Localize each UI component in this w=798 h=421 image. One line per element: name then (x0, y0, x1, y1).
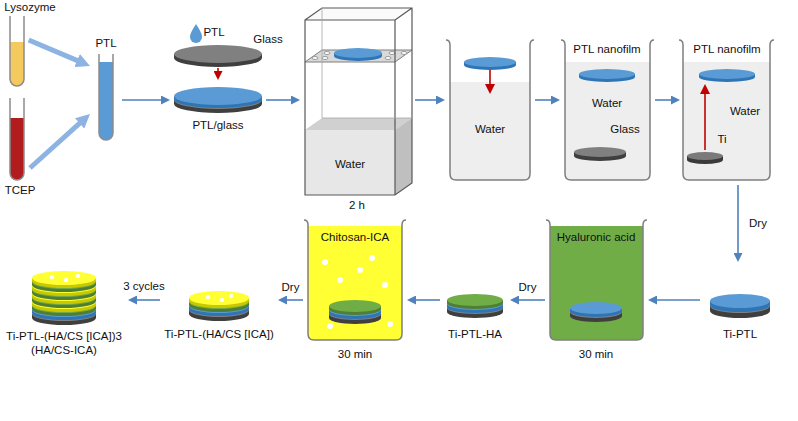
coated-disc: Ti-PTL (700, 262, 780, 350)
glass-slide: Glass (170, 24, 288, 68)
step-label: Dry (280, 281, 302, 295)
node-label: PTL/glass (192, 119, 243, 133)
flow-arrow (122, 99, 162, 101)
step-label: Dry (517, 281, 539, 295)
node-label: Water (730, 105, 760, 119)
node-label: Ti-PTL (723, 328, 757, 342)
beaker: PTL nanofilmWaterTi (680, 35, 778, 185)
test-tube: Lysozyme (1, 0, 58, 90)
flow-arrow (136, 299, 160, 301)
flow-arrow (737, 185, 739, 254)
node-label: Ti-PTL-(HA/CS [ICA])3 (HA/CS-ICA) (3, 330, 125, 358)
beaker (679, 40, 774, 180)
flow-arrow (286, 299, 303, 301)
flow-arrow (656, 299, 700, 301)
node-label: Glass (253, 33, 282, 47)
coated-disc (447, 294, 503, 318)
node-label: PTL nanofilm (573, 43, 640, 57)
node-label: PTL nanofilm (693, 43, 760, 57)
node-label: TCEP (5, 184, 36, 198)
beaker: PTL nanofilmWaterGlass (560, 35, 655, 185)
node-label: Lysozyme (4, 1, 55, 15)
node-label: Ti-PTL-(HA/CS [ICA]) (164, 328, 273, 342)
test-tube: PTL (90, 35, 122, 145)
node-label: 30 min (579, 348, 614, 362)
flow-arrow (217, 68, 219, 72)
flow-arrow (655, 99, 672, 101)
flow-arrow (415, 299, 440, 301)
step-label: Dry (747, 217, 769, 231)
node-label: Water (335, 158, 365, 172)
flow-arrow (518, 299, 545, 301)
node-label: Chitosan-ICA (321, 231, 389, 245)
flow-arrow (266, 99, 292, 101)
beaker: Hyaluronic acid 30 min (545, 215, 648, 365)
flow-arrow (29, 40, 78, 61)
flow-arrow (535, 99, 552, 101)
node-label: 30 min (338, 348, 373, 362)
node-label: Glass (610, 123, 639, 137)
flow-arrow (415, 99, 437, 101)
coated-disc (189, 291, 249, 321)
coated-disc: Ti-PTL-(HA/CS [ICA]) (160, 262, 278, 350)
beaker (304, 220, 406, 340)
coated-disc: Ti-PTL-(HA/CS [ICA])3 (HA/CS-ICA) (0, 262, 128, 370)
flow-arrow (30, 123, 80, 168)
coated-disc: Ti-PTL-HA (440, 262, 510, 350)
node-label: Water (475, 123, 505, 137)
node-label: Water (592, 97, 622, 111)
coated-disc (710, 294, 770, 318)
water-chamber (305, 8, 412, 195)
beaker (561, 40, 654, 180)
drop-label: PTL (203, 26, 224, 40)
node-label: Ti-PTL-HA (448, 328, 502, 342)
water-chamber: Water 2 h (300, 5, 415, 217)
step-label: 3 cycles (121, 280, 167, 294)
beaker: Water (445, 35, 535, 185)
coated-slide: PTL/glass (170, 80, 266, 138)
node-label: PTL (95, 37, 116, 51)
beaker: Chitosan-ICA 30 min (303, 215, 407, 365)
node-label: Hyaluronic acid (557, 231, 636, 245)
beaker (446, 40, 534, 180)
node-label: Ti (717, 133, 726, 147)
test-tube: TCEP (2, 94, 44, 200)
glass-slide (174, 24, 262, 113)
beaker (546, 220, 647, 340)
node-label: 2 h (349, 199, 365, 213)
coated-disc (32, 271, 96, 325)
